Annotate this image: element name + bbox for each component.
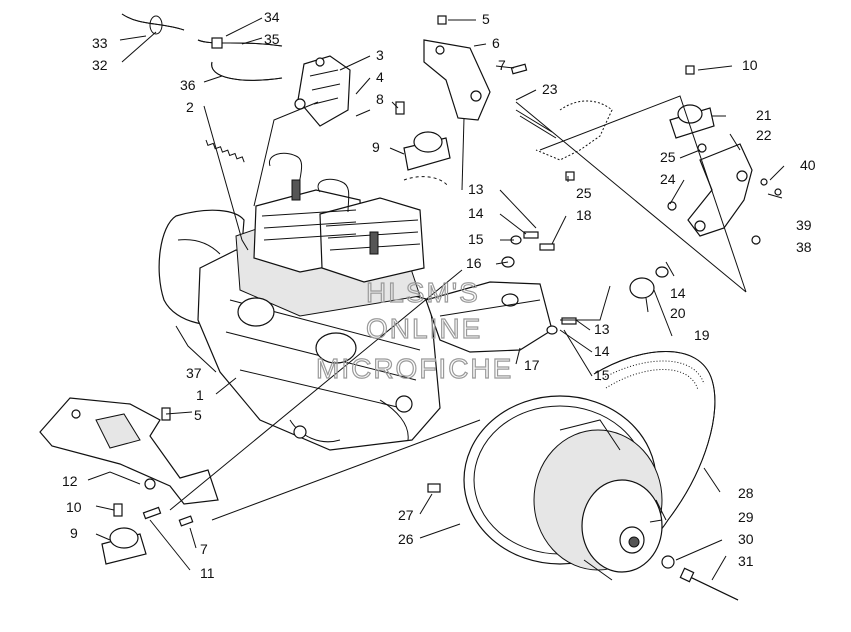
callout-35: 35 xyxy=(264,31,280,47)
mount-9-upper xyxy=(403,131,451,187)
callout-23: 23 xyxy=(542,81,558,97)
callout-31: 31 xyxy=(738,553,754,569)
callout-40: 40 xyxy=(800,157,816,173)
manifold-17 xyxy=(425,281,553,353)
callout-11: 11 xyxy=(200,565,215,581)
callout-13-top: 13 xyxy=(468,181,484,197)
cap-20 xyxy=(629,266,669,299)
callout-7-top: 7 xyxy=(498,57,506,73)
callout-14-right: 14 xyxy=(670,285,686,301)
callout-9-left: 9 xyxy=(70,525,78,541)
watermark-line-3: MICROFICHE xyxy=(316,353,513,384)
engine-1 xyxy=(158,152,441,451)
clutch-29 xyxy=(463,395,667,581)
bracket-6 xyxy=(423,39,491,121)
callout-30: 30 xyxy=(738,531,754,547)
callout-2: 2 xyxy=(186,99,194,115)
callout-16: 16 xyxy=(466,255,482,271)
callout-22: 22 xyxy=(756,127,772,143)
watermark-line-1: HLSM'S xyxy=(366,277,480,308)
callout-5-left: 5 xyxy=(194,407,202,423)
callout-28: 28 xyxy=(738,485,754,501)
callout-18: 18 xyxy=(576,207,592,223)
callout-1: 1 xyxy=(196,387,204,403)
bolt-31 xyxy=(679,567,739,601)
callout-39: 39 xyxy=(796,217,812,233)
callout-36: 36 xyxy=(180,77,196,93)
callout-9-top: 9 xyxy=(372,139,380,155)
callout-25-mid: 25 xyxy=(576,185,592,201)
callout-5-top: 5 xyxy=(482,11,490,27)
watermark: HLSM'S ONLINE MICROFICHE xyxy=(315,276,513,384)
callout-10-top: 10 xyxy=(742,57,758,73)
callout-labels: 33 32 34 35 36 2 3 4 5 6 7 8 9 23 10 21 … xyxy=(62,9,816,581)
callout-15-mid: 15 xyxy=(594,367,610,383)
watermark-line-2: ONLINE xyxy=(366,313,482,344)
mount-21 xyxy=(669,104,715,139)
leader-lines xyxy=(87,17,785,581)
callout-14-top: 14 xyxy=(468,205,484,221)
callout-38: 38 xyxy=(796,239,812,255)
callout-12: 12 xyxy=(62,473,78,489)
callout-13-mid: 13 xyxy=(594,321,610,337)
callout-6: 6 xyxy=(492,35,500,51)
callout-3: 3 xyxy=(376,47,384,63)
callout-32: 32 xyxy=(92,57,108,73)
callout-14-mid: 14 xyxy=(594,343,610,359)
callout-8: 8 xyxy=(376,91,384,107)
callout-26: 26 xyxy=(398,531,414,547)
callout-17: 17 xyxy=(524,357,540,373)
spring-2 xyxy=(205,139,245,163)
callout-29: 29 xyxy=(738,509,754,525)
callout-4: 4 xyxy=(376,69,384,85)
callout-33: 33 xyxy=(92,35,108,51)
mount-9-lower xyxy=(101,527,147,565)
callout-20: 20 xyxy=(670,305,686,321)
callout-24: 24 xyxy=(660,171,676,187)
hose-36 xyxy=(211,61,283,81)
fasteners xyxy=(113,15,782,569)
callout-19: 19 xyxy=(694,327,710,343)
callout-37: 37 xyxy=(186,365,202,381)
hose-33 xyxy=(121,13,185,35)
callout-25-right: 25 xyxy=(660,149,676,165)
callout-27: 27 xyxy=(398,507,414,523)
callout-15-top: 15 xyxy=(468,231,484,247)
hose-34 xyxy=(197,37,283,49)
callout-7-left: 7 xyxy=(200,541,208,557)
callout-10-left: 10 xyxy=(66,499,82,515)
callout-21: 21 xyxy=(756,107,772,123)
callout-34: 34 xyxy=(264,9,280,25)
bracket-23 xyxy=(515,100,613,161)
cover-3 xyxy=(294,55,351,127)
bracket-22 xyxy=(687,143,753,237)
plate-12 xyxy=(39,397,219,505)
